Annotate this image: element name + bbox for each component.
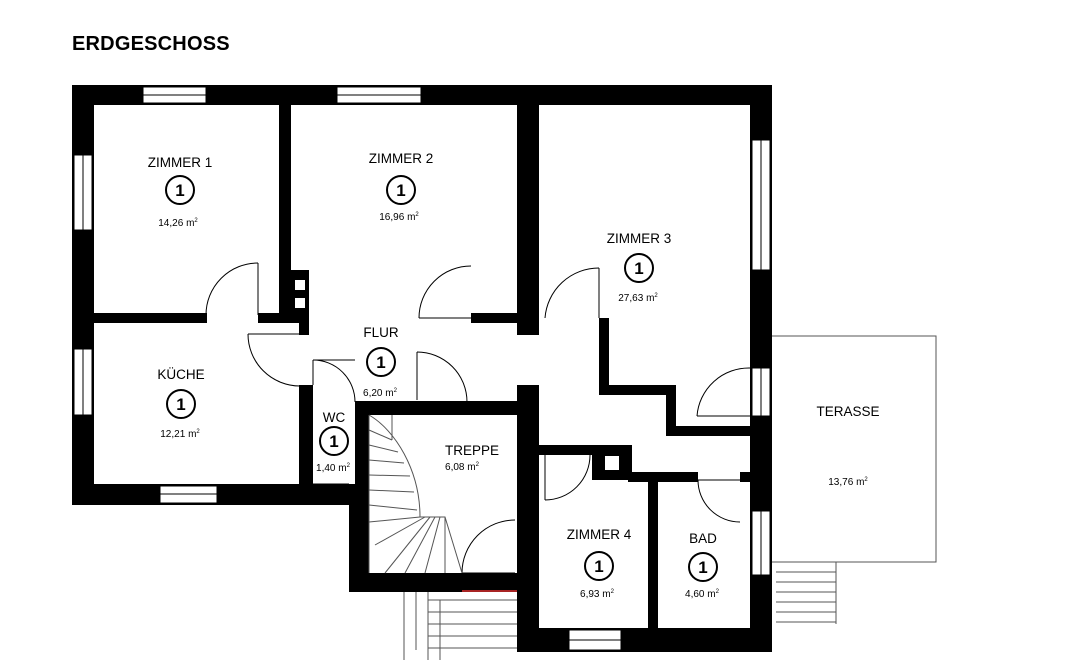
room-area: 16,96 m2 [379, 212, 419, 223]
room-badge-number: 1 [175, 181, 184, 200]
room-area: 6,93 m2 [580, 589, 615, 600]
room-area: 14,26 m2 [158, 218, 198, 229]
room-name: TERASSE [816, 404, 879, 419]
room-name: ZIMMER 4 [567, 527, 632, 542]
room-badge-number: 1 [634, 259, 643, 278]
doors [205, 262, 751, 574]
room-name: TREPPE [445, 443, 499, 458]
staircase [368, 414, 463, 574]
room-badge-icon [688, 552, 718, 582]
room-badge-number: 1 [594, 557, 603, 576]
room-kueche: KÜCHE 1 12,21 m2 [157, 367, 204, 440]
page-title: ERDGESCHOSS [72, 33, 230, 55]
room-badge-icon [319, 426, 349, 456]
room-badge-icon [624, 253, 654, 283]
room-zimmer-4: ZIMMER 4 1 6,93 m2 [567, 527, 632, 600]
room-badge-icon [166, 389, 196, 419]
room-zimmer-1: ZIMMER 1 1 14,26 m2 [148, 155, 213, 229]
room-badge-number: 1 [396, 181, 405, 200]
room-treppe: TREPPE 6,08 m2 [445, 443, 499, 473]
room-area: 12,21 m2 [160, 429, 200, 440]
room-name: ZIMMER 2 [369, 151, 434, 166]
room-terasse: TERASSE 13,76 m2 [816, 404, 879, 488]
room-name: WC [323, 410, 346, 425]
room-zimmer-2: ZIMMER 2 1 16,96 m2 [369, 151, 434, 223]
room-area: 13,76 m2 [828, 477, 868, 488]
room-badge-icon [165, 175, 195, 205]
room-name: BAD [689, 531, 717, 546]
room-name: ZIMMER 3 [607, 231, 672, 246]
room-bad: BAD 1 4,60 m2 [685, 531, 720, 600]
room-badge-icon [366, 347, 396, 377]
room-area: 6,08 m2 [445, 462, 480, 473]
room-flur: FLUR 1 6,20 m2 [363, 325, 399, 399]
room-area: 1,40 m2 [316, 463, 351, 474]
room-badge-icon [584, 551, 614, 581]
room-name: FLUR [363, 325, 399, 340]
room-area: 4,60 m2 [685, 589, 720, 600]
room-zimmer-3: ZIMMER 3 1 27,63 m2 [607, 231, 672, 304]
entrance-steps [403, 592, 517, 660]
room-badge-number: 1 [176, 395, 185, 414]
room-wc: WC 1 1,40 m2 [316, 410, 351, 474]
shafts [295, 280, 619, 470]
room-badge-number: 1 [329, 432, 338, 451]
room-area: 27,63 m2 [618, 293, 658, 304]
room-area: 6,20 m2 [363, 388, 398, 399]
windows [73, 86, 771, 651]
room-badge-number: 1 [376, 353, 385, 372]
room-name: ZIMMER 1 [148, 155, 213, 170]
room-badge-icon [386, 175, 416, 205]
room-name: KÜCHE [157, 367, 204, 382]
room-badge-number: 1 [698, 558, 707, 577]
terrace-steps [769, 561, 837, 624]
